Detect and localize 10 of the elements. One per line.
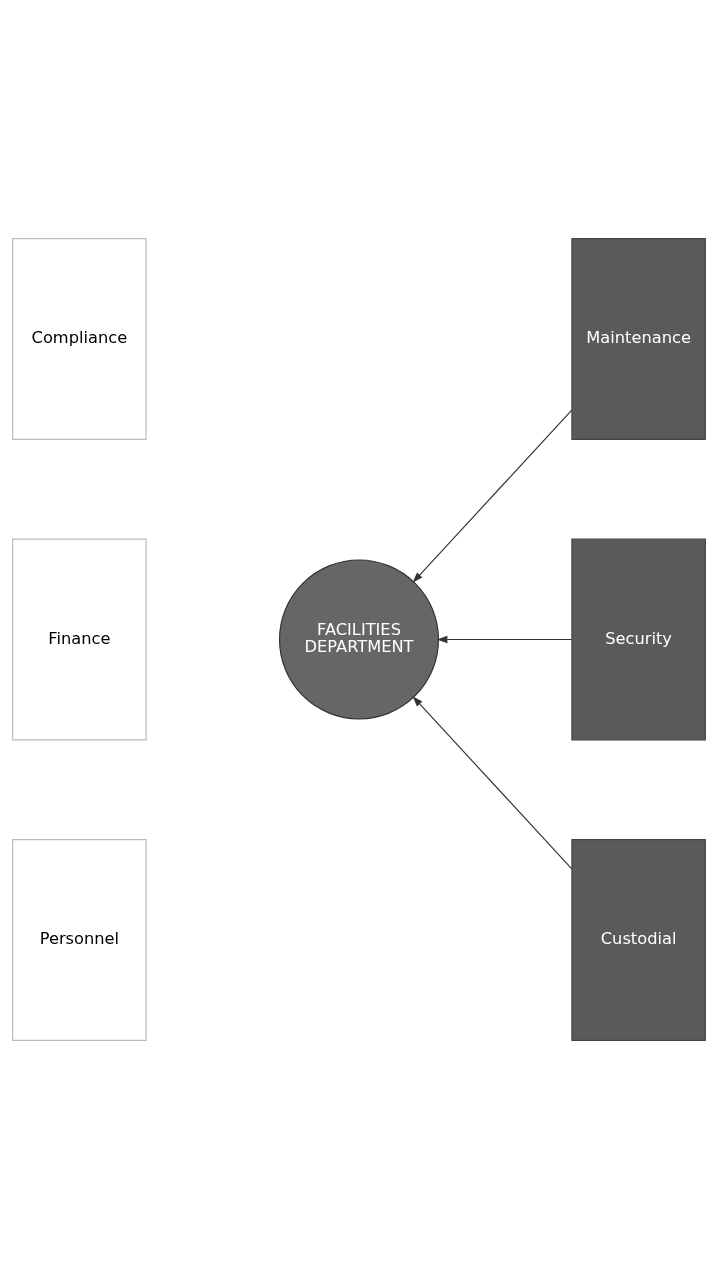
arrow <box>412 409 573 583</box>
node-circle: FACILITIES DEPARTMENT <box>278 558 440 720</box>
node-box: Personnel <box>12 838 147 1041</box>
node-box: Custodial <box>571 838 706 1041</box>
node-box: Compliance <box>12 237 147 440</box>
node-box: Maintenance <box>571 237 706 440</box>
node-box: Security <box>571 538 706 740</box>
arrow <box>436 635 573 643</box>
arrow <box>412 695 573 869</box>
node-box: Finance <box>12 538 147 740</box>
